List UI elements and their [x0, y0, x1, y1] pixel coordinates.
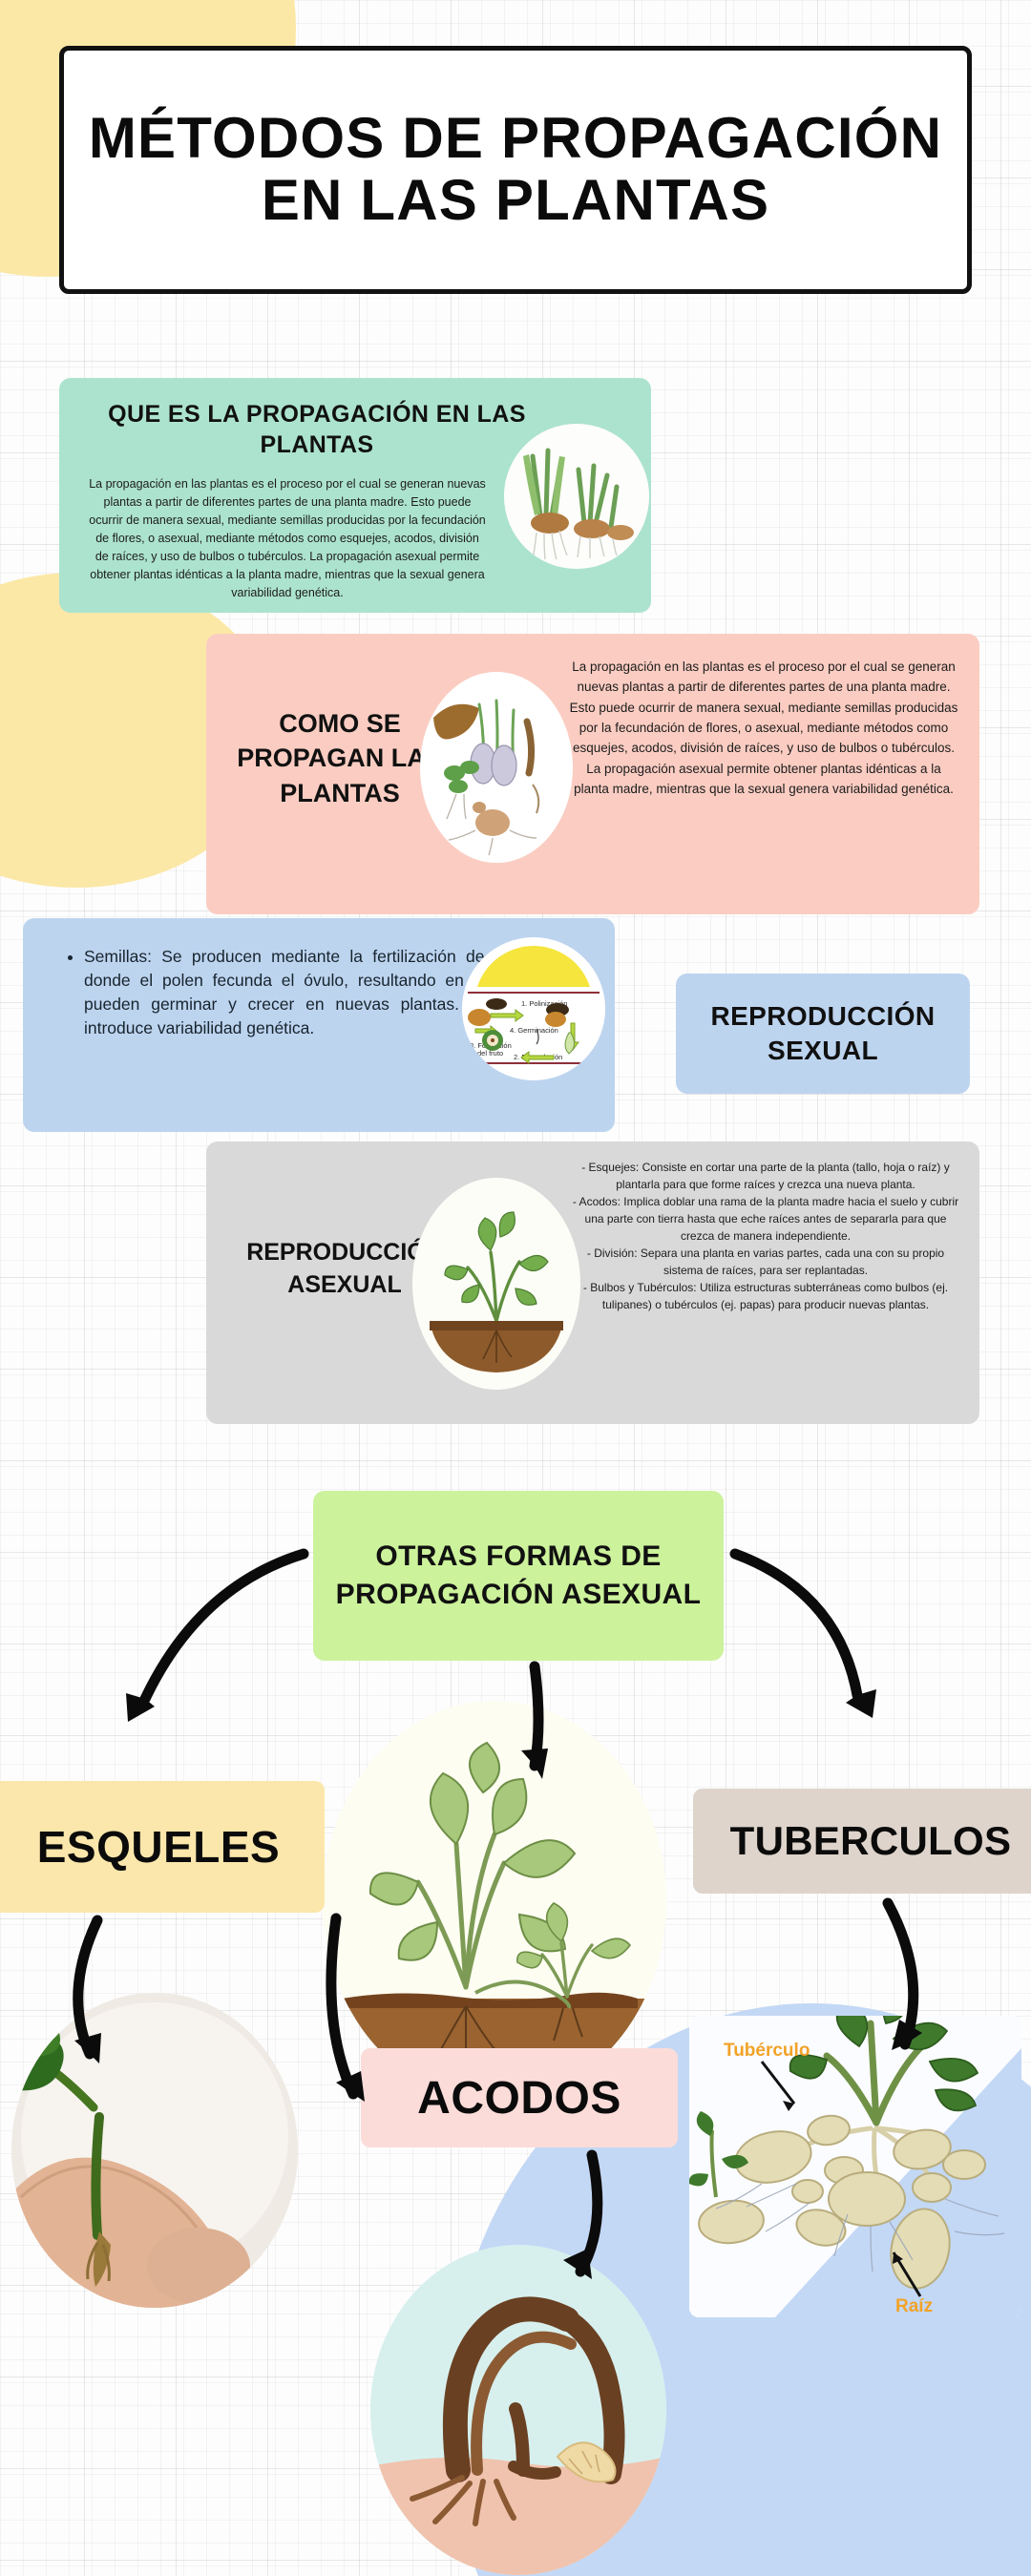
svg-text:del fruto: del fruto — [477, 1049, 503, 1058]
section-asexual-body: - Esquejes: Consiste en cortar una parte… — [569, 1159, 962, 1313]
arrow-acodos-to-photo-icon — [575, 2149, 603, 2277]
section-how-panel: COMO SE PROPAGAN LAS PLANTAS La propagac… — [206, 634, 979, 914]
section-other-forms-heading: OTRAS FORMAS DE PROPAGACIÓN ASEXUAL — [335, 1540, 702, 1610]
svg-text:1. Polinización: 1. Polinización — [521, 999, 567, 1008]
arrowhead-esqueles-icon — [126, 1693, 155, 1722]
hand-holding-cutting-photo — [11, 1993, 298, 2308]
sexual-bullet-list: Semillas: Se producen mediante la fertil… — [23, 918, 615, 1039]
section-other-forms-panel: OTRAS FORMAS DE PROPAGACIÓN ASEXUAL — [313, 1491, 724, 1661]
asexual-item: - Acodos: Implica doblar una rama de la … — [572, 1195, 959, 1243]
seeds-and-bulbs-illustration — [420, 672, 573, 863]
arrow-to-esqueles-icon — [139, 1548, 309, 1705]
arrowhead-tuberculos-icon — [846, 1689, 876, 1718]
section-sexual-heading: REPRODUCCIÓN SEXUAL — [710, 1001, 936, 1065]
raiz-callout-label: Raíz — [895, 2296, 933, 2316]
arrow-to-tuberculos-icon — [729, 1548, 863, 1701]
page-title: MÉTODOS DE PROPAGACIÓN EN LAS PLANTAS — [88, 106, 943, 232]
section-intro-heading: QUE ES LA PROPAGACIÓN EN LAS PLANTAS — [108, 401, 526, 458]
section-asexual-heading: REPRODUCCIÓN ASEXUAL — [246, 1239, 443, 1298]
sexual-reproduction-cycle-diagram: 1. Polinización 4. Germinación 3. Formac… — [462, 937, 605, 1080]
layering-branch-illustration — [370, 2245, 666, 2575]
section-sexual-title-card: REPRODUCCIÓN SEXUAL — [676, 974, 970, 1094]
mother-plant-runner-illustration — [323, 1701, 666, 2102]
list-item: Semillas: Se producen mediante la fertil… — [84, 945, 571, 1039]
asexual-item: - Bulbos y Tubérculos: Utiliza estructur… — [582, 1281, 949, 1311]
svg-text:4. Germinación: 4. Germinación — [510, 1026, 558, 1035]
potato-tubers-diagram: Tubérculo Raíz — [689, 2016, 1021, 2317]
asexual-item: - Esquejes: Consiste en cortar una parte… — [581, 1161, 950, 1191]
method-chip-tuberculos: TUBERCULOS — [693, 1789, 1031, 1894]
section-asexual-panel: REPRODUCCIÓN ASEXUAL - Esquejes: Consist… — [206, 1141, 979, 1424]
tuberculo-callout-label: Tubérculo — [724, 2041, 810, 2061]
potted-plant-illustration — [412, 1178, 580, 1390]
onion-bulbs-illustration — [504, 424, 649, 569]
section-how-body: La propagación en las plantas es el proc… — [569, 660, 958, 796]
asexual-item: - División: Separa una planta en varias … — [586, 1246, 945, 1277]
poster-title-card: MÉTODOS DE PROPAGACIÓN EN LAS PLANTAS — [59, 46, 972, 294]
method-chip-esqueles: ESQUELES — [0, 1781, 325, 1913]
method-chip-acodos: ACODOS — [361, 2048, 678, 2147]
